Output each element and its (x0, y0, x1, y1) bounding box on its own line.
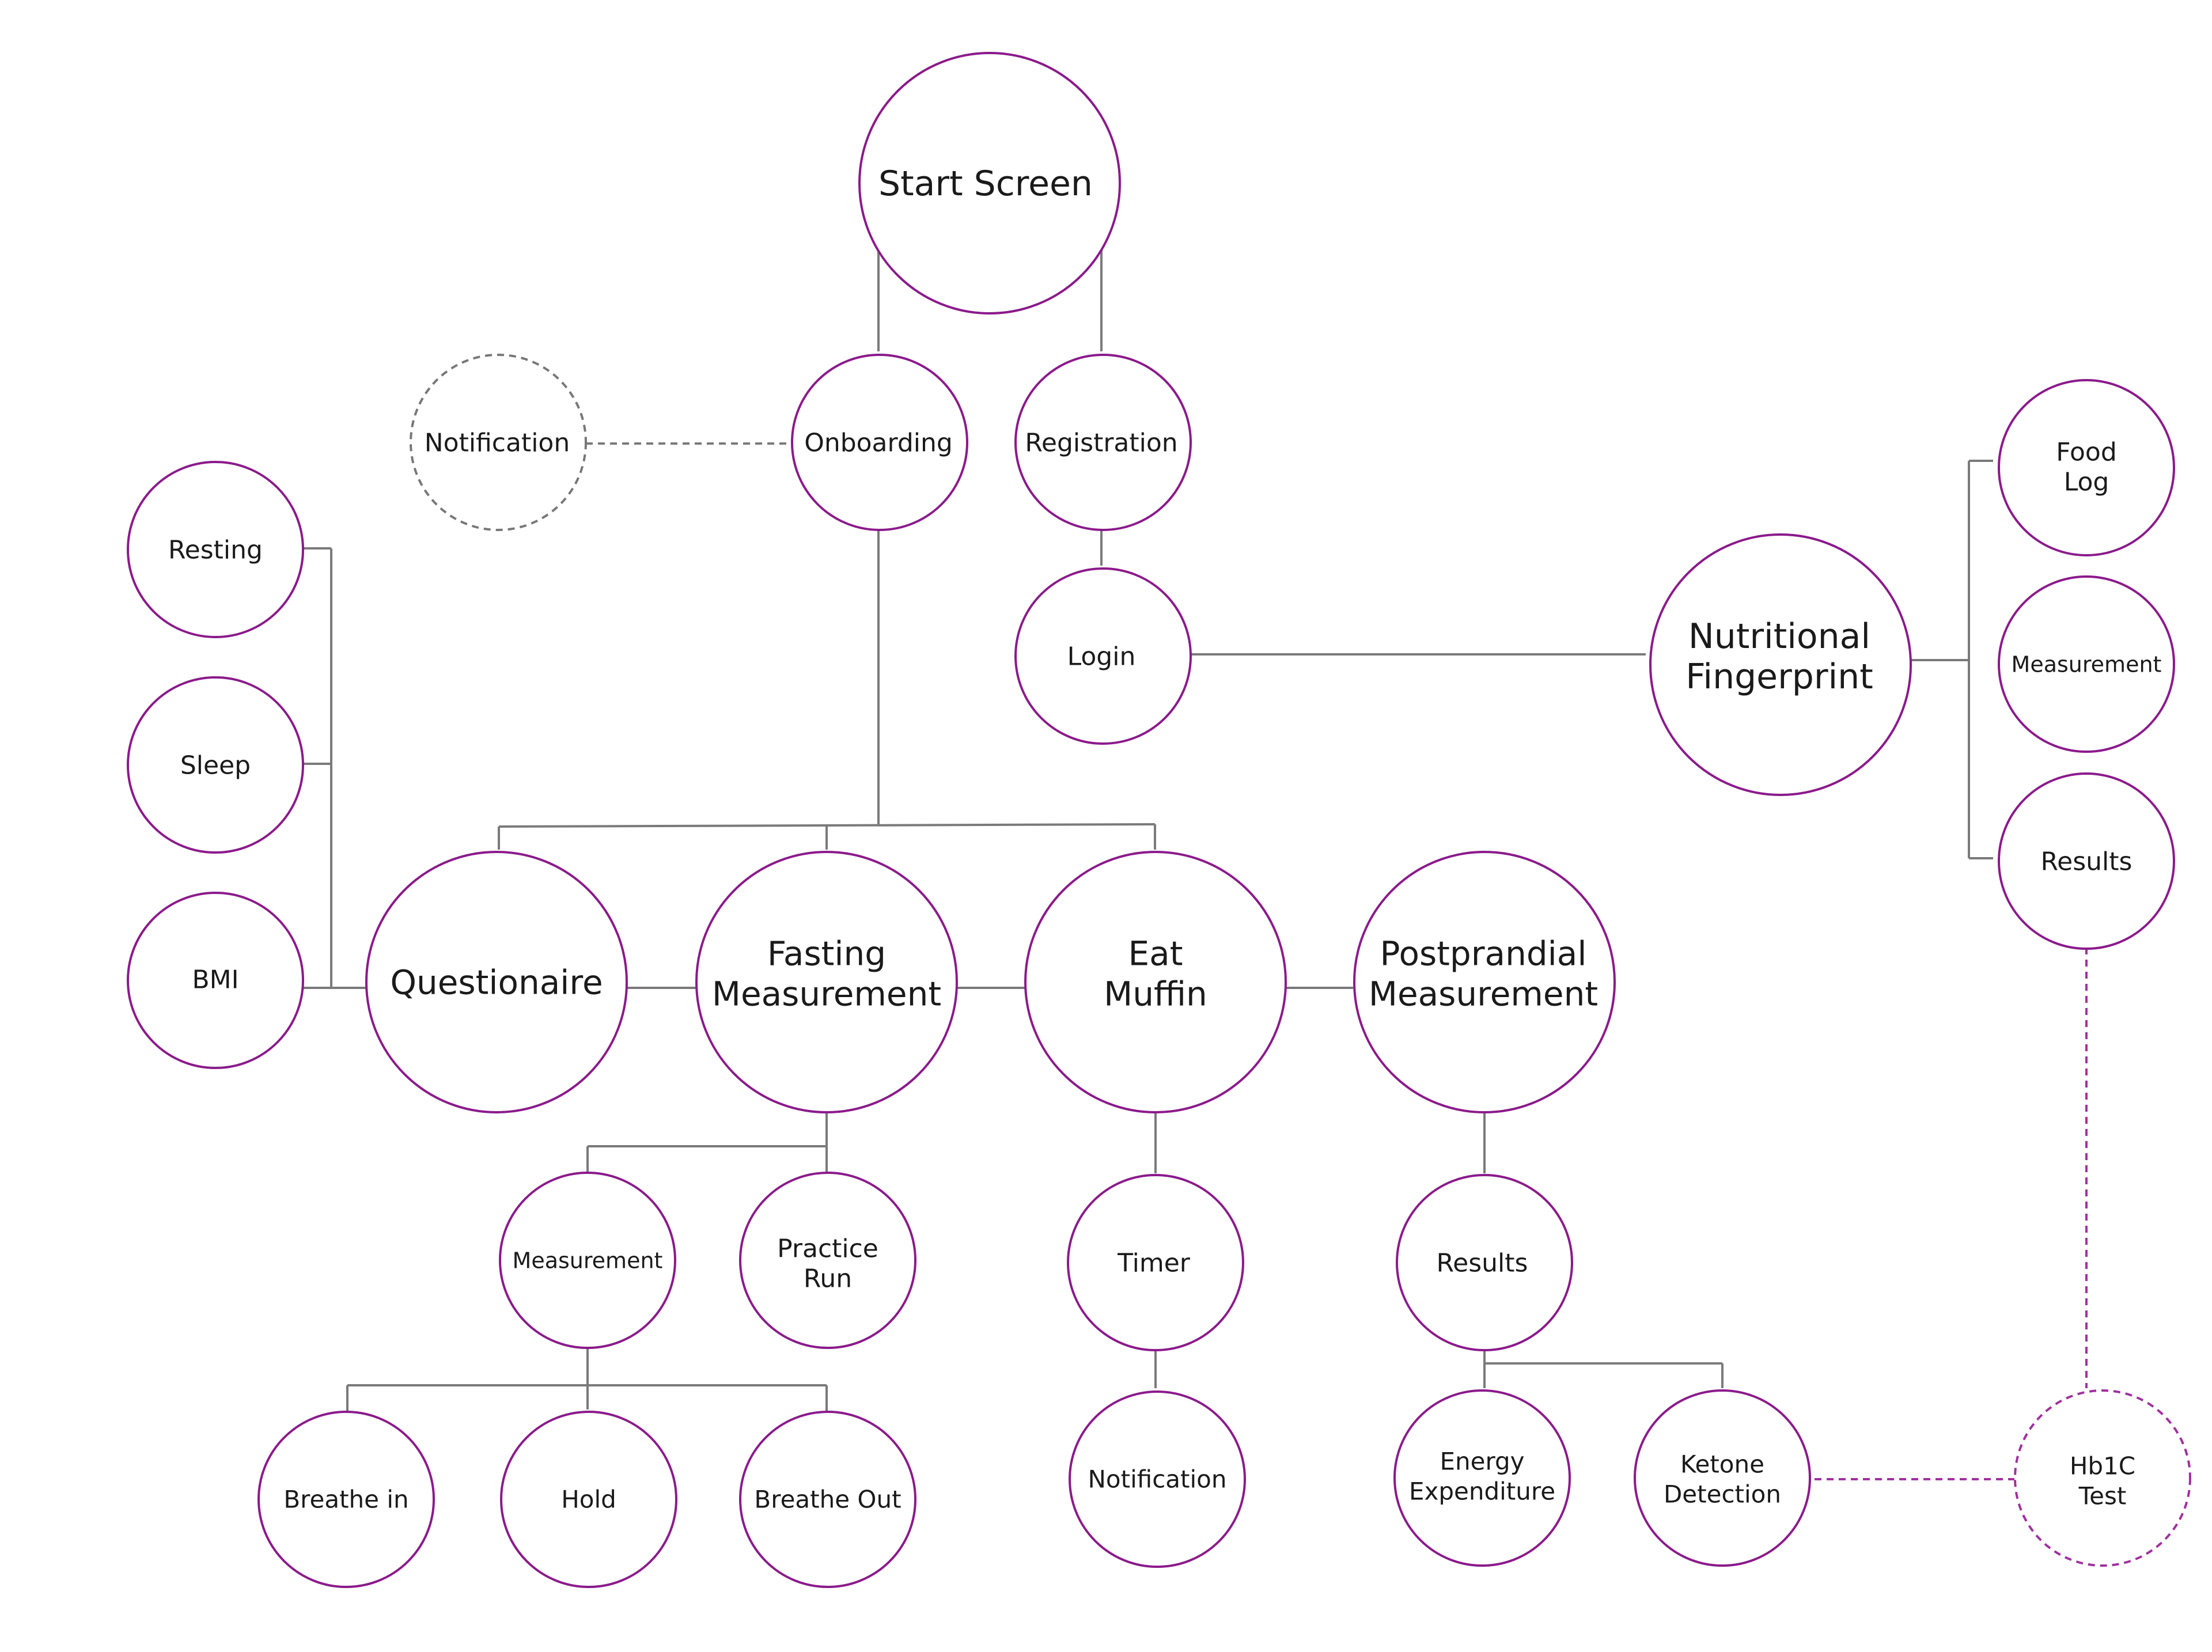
label-fm-measurement: Measurement (513, 1248, 663, 1273)
label-pp-results-line-1: Results (1437, 1248, 1528, 1278)
node-questionaire[interactable] (365, 851, 628, 1113)
label-onboarding-line-1: Onboarding (804, 428, 953, 457)
node-hb1c-test[interactable] (2014, 1389, 2191, 1567)
label-energy-expenditure-line-2: Expenditure (1409, 1477, 1555, 1506)
label-nf-measurement-line-1: Measurement (2012, 651, 2162, 677)
label-hold: Hold (561, 1486, 616, 1514)
label-fm-measurement-line-1: Measurement (513, 1248, 663, 1273)
label-breathe-out-line-1: Breathe Out (754, 1486, 901, 1514)
label-timer: Timer (1117, 1248, 1191, 1278)
node-fm-measurement[interactable] (499, 1172, 676, 1349)
label-bmi: BMI (192, 965, 238, 994)
label-questionaire-line-1: Questionaire (390, 963, 603, 1002)
label-sleep-line-1: Sleep (180, 751, 251, 780)
label-fasting-measurement-line-1: Fasting (767, 934, 886, 973)
node-eat-muffin[interactable] (1024, 851, 1287, 1113)
node-onboarding[interactable] (791, 354, 968, 531)
label-practice-run-line-2: Run (804, 1264, 852, 1293)
label-resting-line-1: Resting (168, 535, 263, 564)
node-nf-results[interactable] (1998, 772, 2175, 950)
node-notification-bottom[interactable] (1069, 1390, 1246, 1568)
label-bmi-line-1: BMI (192, 965, 238, 994)
label-nf-results-line-1: Results (2041, 847, 2133, 876)
node-energy-expenditure[interactable] (1393, 1389, 1571, 1567)
label-postprandial-measurement-line-2: Measurement (1369, 974, 1598, 1013)
label-notification-top-line-1: Notification (425, 428, 570, 457)
label-login: Login (1067, 642, 1136, 671)
label-start-screen: Start Screen (878, 164, 1093, 204)
label-hb1c-test-line-1: Hb1C (2070, 1452, 2135, 1480)
node-nf-measurement[interactable] (1998, 575, 2175, 753)
label-eat-muffin-line-2: Muffin (1104, 974, 1207, 1013)
label-sleep: Sleep (180, 751, 251, 780)
label-registration: Registration (1025, 428, 1177, 457)
node-hold[interactable] (500, 1411, 677, 1588)
label-energy-expenditure-line-1: Energy (1440, 1448, 1524, 1476)
label-practice-run-line-1: Practice (777, 1234, 878, 1263)
label-questionaire: Questionaire (390, 963, 603, 1002)
label-nutritional-fingerprint-line-1: Nutritional (1688, 616, 1870, 657)
node-postprandial-measurement[interactable] (1353, 851, 1616, 1113)
node-practice-run[interactable] (739, 1172, 916, 1349)
node-notification-top[interactable] (410, 354, 587, 531)
label-fasting-measurement-line-2: Measurement (712, 974, 941, 1013)
node-labels: Start Screen Onboarding Registration Log… (168, 164, 2161, 1514)
label-nf-measurement: Measurement (2012, 651, 2162, 677)
label-ketone-detection-line-2: Detection (1664, 1480, 1781, 1509)
node-registration[interactable] (1014, 354, 1192, 531)
label-nutritional-fingerprint-line-2: Fingerprint (1685, 657, 1873, 697)
node-ketone-detection[interactable] (1634, 1389, 1811, 1567)
node-sleep[interactable] (127, 676, 304, 854)
label-hold-line-1: Hold (561, 1486, 616, 1514)
nodes (127, 52, 2191, 1588)
label-ketone-detection-line-1: Ketone (1680, 1450, 1764, 1479)
label-breathe-out: Breathe Out (754, 1486, 901, 1514)
label-breathe-in-line-1: Breathe in (283, 1486, 408, 1514)
label-hb1c-test-line-2: Test (2078, 1482, 2127, 1510)
node-start-screen[interactable] (858, 52, 1121, 315)
label-notification-top: Notification (425, 428, 570, 457)
connector-main-horizontal (498, 823, 1156, 828)
label-notification-bottom: Notification (1088, 1465, 1227, 1494)
node-fasting-measurement[interactable] (695, 851, 958, 1113)
label-resting: Resting (168, 535, 263, 564)
label-food-log-line-2: Log (2064, 467, 2109, 497)
node-bmi[interactable] (127, 892, 304, 1069)
label-eat-muffin-line-1: Eat (1128, 934, 1183, 973)
label-registration-line-1: Registration (1025, 428, 1177, 457)
node-breathe-in[interactable] (257, 1411, 435, 1588)
highlight-connectors (1815, 948, 2088, 1480)
node-food-log[interactable] (1998, 379, 2175, 556)
label-nf-results: Results (2041, 847, 2133, 876)
node-timer[interactable] (1067, 1174, 1244, 1351)
node-nutritional-fingerprint[interactable] (1649, 533, 1912, 796)
node-breathe-out[interactable] (739, 1411, 916, 1588)
connectors (304, 249, 1993, 1411)
node-login[interactable] (1014, 567, 1192, 745)
label-start-screen-line-1: Start Screen (878, 164, 1093, 204)
label-onboarding: Onboarding (804, 428, 953, 457)
label-food-log-line-1: Food (2056, 437, 2117, 467)
label-login-line-1: Login (1067, 642, 1136, 671)
label-notification-bottom-line-1: Notification (1088, 1465, 1227, 1494)
node-resting[interactable] (127, 461, 304, 638)
label-postprandial-measurement-line-1: Postprandial (1380, 934, 1587, 973)
label-timer-line-1: Timer (1117, 1248, 1191, 1278)
label-breathe-in: Breathe in (283, 1486, 408, 1514)
label-pp-results: Results (1437, 1248, 1528, 1278)
node-pp-results[interactable] (1396, 1174, 1573, 1351)
